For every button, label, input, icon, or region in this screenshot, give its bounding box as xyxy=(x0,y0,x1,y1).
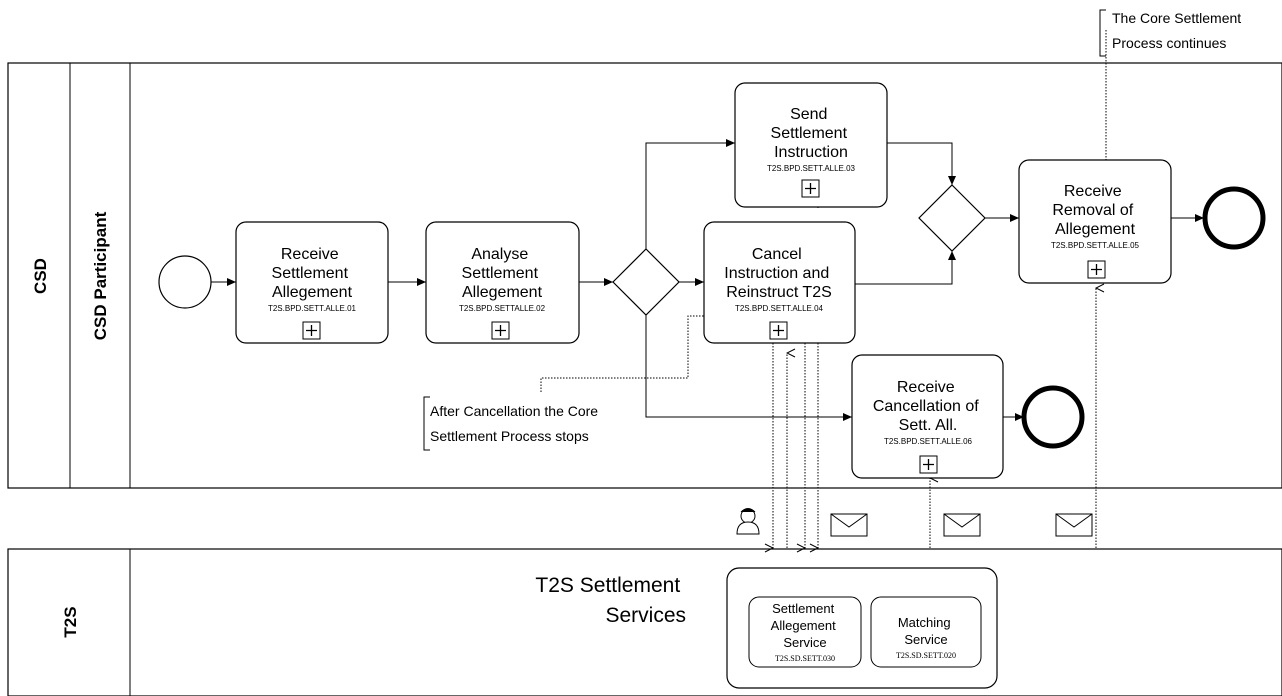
envelope-icon xyxy=(830,513,868,537)
task-code: T2S.BPD.SETT.ALLE.04 xyxy=(735,304,824,313)
svg-text:Receive Settlement: Receive Settlement Allegement xyxy=(272,246,353,301)
task-send-settlement-instruction[interactable]: Send Settlement Instruction T2S.BPD.SETT… xyxy=(734,82,888,208)
csd-pool-label: CSD xyxy=(31,258,50,294)
task-receive-settlement-allegement[interactable]: Receive Settlement Allegement T2S.BPD.SE… xyxy=(235,221,389,344)
svg-text:Send Settlement In: Send Settlement Instruction xyxy=(771,106,852,161)
plus-box-icon xyxy=(919,455,938,474)
envelope-icon xyxy=(1055,513,1093,537)
task-code: T2S.BPD.SETT.ALLE.03 xyxy=(767,164,856,173)
start-event xyxy=(158,255,212,309)
svg-text:The Core Settlement Proc: The Core Settlement Process continues xyxy=(1112,10,1245,51)
t2s-pool: T2S xyxy=(7,548,1282,696)
plus-box-icon xyxy=(1087,260,1106,279)
matching-service[interactable]: Matching Service T2S.SD.SETT.020 xyxy=(870,596,982,668)
user-icon xyxy=(736,508,760,535)
plus-box-icon xyxy=(302,321,321,340)
service-code: T2S.SD.SETT.030 xyxy=(775,654,835,663)
task-code: T2S.BPD.SETT.ALLE.01 xyxy=(268,304,357,313)
task-receive-cancellation[interactable]: Receive Cancellation of Sett. All. T2S.B… xyxy=(851,354,1004,479)
plus-box-icon xyxy=(769,321,788,340)
end-event-cancellation xyxy=(1021,385,1085,449)
end-event-removal xyxy=(1202,186,1266,250)
exclusive-gateway-merge xyxy=(918,184,986,252)
exclusive-gateway-split xyxy=(612,248,680,316)
csd-participant-lane-label: CSD Participant xyxy=(91,211,110,340)
svg-text:Receive Removal of: Receive Removal of Allegement xyxy=(1052,183,1137,238)
task-analyse-settlement-allegement[interactable]: Analyse Settlement Allegement T2S.BPD.SE… xyxy=(425,221,580,344)
svg-text:Analyse Settlement: Analyse Settlement Allegement xyxy=(462,246,543,301)
task-cancel-instruction-reinstruct[interactable]: Cancel Instruction and Reinstruct T2S T2… xyxy=(703,221,856,344)
plus-box-icon xyxy=(801,179,820,198)
task-code: T2S.BPD.SETTALLE.02 xyxy=(459,304,546,313)
svg-text:Settlement Allegement: Settlement Allegement Service xyxy=(771,601,840,650)
t2s-pool-label: T2S xyxy=(61,606,80,637)
svg-text:Matching Service: Matching Service xyxy=(898,615,954,647)
message-flows xyxy=(540,30,1107,548)
sequence-flows xyxy=(211,139,1204,421)
task-receive-removal-of-allegement[interactable]: Receive Removal of Allegement T2S.BPD.SE… xyxy=(1018,159,1172,284)
svg-text:Cancel Instruction and: Cancel Instruction and Reinstruct T2S xyxy=(724,246,833,301)
task-code: T2S.BPD.SETT.ALLE.05 xyxy=(1051,241,1140,250)
annotation-core-continues: The Core Settlement Process continues xyxy=(1099,9,1245,57)
envelope-icon xyxy=(943,513,981,537)
settlement-allegement-service[interactable]: Settlement Allegement Service T2S.SD.SET… xyxy=(748,596,862,668)
t2s-settlement-services-title: T2S Settlement Services xyxy=(535,574,686,627)
plus-box-icon xyxy=(491,321,510,340)
svg-text:After Cancellation the Core: After Cancellation the Core Settlement P… xyxy=(430,403,602,444)
svg-text:Receive Cancellation of: Receive Cancellation of Sett. All. xyxy=(873,379,983,434)
annotation-core-stops: After Cancellation the Core Settlement P… xyxy=(423,396,602,451)
service-code: T2S.SD.SETT.020 xyxy=(896,651,956,660)
svg-text:T2S Settlement Services: T2S Settlement Services xyxy=(535,574,686,627)
task-code: T2S.BPD.SETT.ALLE.06 xyxy=(884,437,973,446)
